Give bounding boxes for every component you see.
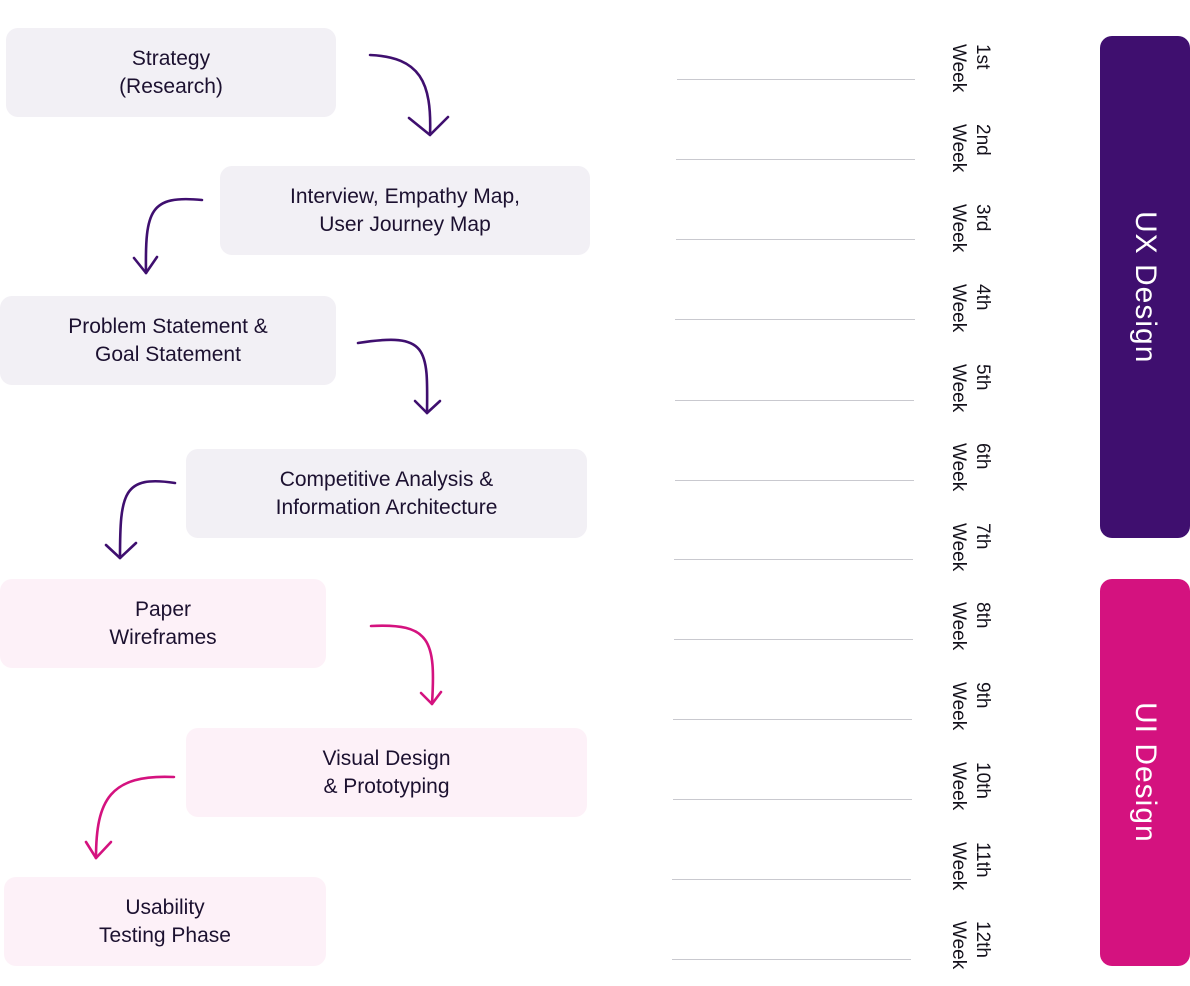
flow-arrow-1 <box>368 53 432 137</box>
step-strategy: Strategy (Research) <box>6 28 336 117</box>
week-label: 1st Week <box>948 44 993 93</box>
week-divider <box>673 799 912 800</box>
week-divider <box>676 239 915 240</box>
flow-arrow-3-head <box>413 399 442 415</box>
flow-arrow-2 <box>144 197 204 275</box>
week-label: 4th Week <box>948 284 993 333</box>
step-interview-empathy-journey: Interview, Empathy Map, User Journey Map <box>220 166 590 255</box>
phase-ui-design: UI Design <box>1100 579 1190 966</box>
week-divider <box>672 879 911 880</box>
week-divider <box>674 639 913 640</box>
week-divider <box>676 159 915 160</box>
week-label: 5th Week <box>948 364 993 413</box>
week-divider <box>675 480 914 481</box>
step-label: Problem Statement & Goal Statement <box>68 314 268 366</box>
step-label: Usability Testing Phase <box>99 895 231 947</box>
flow-arrow-4-head <box>104 541 138 560</box>
flow-arrow-2-head <box>132 255 159 275</box>
week-label: 9th Week <box>948 682 993 731</box>
phase-ux-design: UX Design <box>1100 36 1190 538</box>
week-label: 7th Week <box>948 523 993 572</box>
step-paper-wireframes: Paper Wireframes <box>0 579 326 668</box>
step-usability-testing: Usability Testing Phase <box>4 877 326 966</box>
week-label: 12th Week <box>948 921 993 970</box>
week-label: 3rd Week <box>948 204 993 253</box>
phase-ux-label: UX Design <box>1129 210 1162 364</box>
week-label: 2nd Week <box>948 124 993 173</box>
phase-ui-label: UI Design <box>1129 702 1162 843</box>
step-problem-goal-statement: Problem Statement & Goal Statement <box>0 296 336 385</box>
step-label: Visual Design & Prototyping <box>322 746 451 798</box>
step-label: Strategy (Research) <box>119 46 223 98</box>
week-divider <box>673 719 912 720</box>
step-competitive-analysis-ia: Competitive Analysis & Information Archi… <box>186 449 587 538</box>
week-label: 10th Week <box>948 762 993 811</box>
week-label: 11th Week <box>948 842 993 891</box>
week-divider <box>677 79 915 80</box>
flow-arrow-5-head <box>419 690 443 706</box>
flow-arrow-3 <box>356 338 429 415</box>
flow-arrow-5 <box>369 624 435 706</box>
flow-arrow-6-head <box>84 840 113 860</box>
step-label: Competitive Analysis & Information Archi… <box>275 467 498 519</box>
week-divider <box>675 400 914 401</box>
flow-arrow-1-head <box>407 115 450 137</box>
week-divider <box>675 319 915 320</box>
step-label: Paper Wireframes <box>109 597 217 649</box>
step-visual-design-prototyping: Visual Design & Prototyping <box>186 728 587 817</box>
flow-arrow-6 <box>94 775 176 860</box>
week-divider <box>674 559 913 560</box>
step-label: Interview, Empathy Map, User Journey Map <box>290 184 520 236</box>
flow-arrow-4 <box>118 479 177 560</box>
week-label: 6th Week <box>948 443 993 492</box>
week-label: 8th Week <box>948 602 993 651</box>
week-divider <box>672 959 911 960</box>
